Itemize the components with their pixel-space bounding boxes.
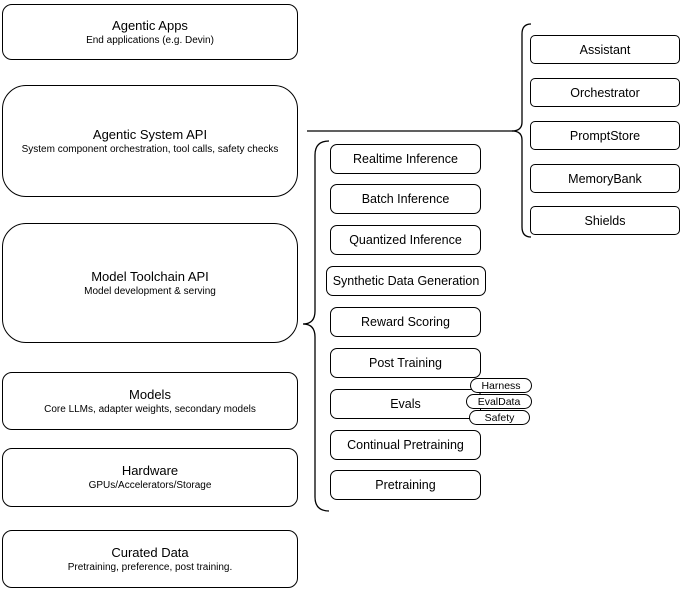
node-post-training: Post Training	[330, 348, 481, 378]
node-shields: Shields	[530, 206, 680, 235]
node-label: Post Training	[369, 356, 442, 370]
node-title: Model Toolchain API	[91, 268, 209, 284]
node-subtitle: End applications (e.g. Devin)	[86, 34, 214, 46]
agentic-components-brace-icon	[511, 23, 532, 238]
node-memorybank: MemoryBank	[530, 164, 680, 193]
node-subtitle: System component orchestration, tool cal…	[21, 143, 279, 155]
node-label: Batch Inference	[361, 192, 450, 206]
node-model-toolchain-api: Model Toolchain API Model development & …	[2, 223, 298, 343]
node-title: Hardware	[121, 463, 179, 478]
tag-evaldata: EvalData	[466, 394, 532, 409]
node-subtitle: GPUs/Accelerators/Storage	[88, 480, 212, 491]
node-continual-pretraining: Continual Pretraining	[330, 430, 481, 460]
toolchain-group-brace-icon	[302, 140, 330, 512]
node-agentic-system-api: Agentic System API System component orch…	[2, 85, 298, 197]
node-agentic-apps: Agentic Apps End applications (e.g. Devi…	[2, 4, 298, 60]
node-synthetic-data-generation: Synthetic Data Generation	[326, 266, 486, 296]
node-label: MemoryBank	[568, 171, 642, 186]
node-reward-scoring: Reward Scoring	[330, 307, 481, 337]
node-realtime-inference: Realtime Inference	[330, 144, 481, 174]
node-label: Evals	[390, 397, 421, 411]
tag-harness: Harness	[470, 378, 532, 393]
node-label: Pretraining	[375, 478, 436, 492]
node-label: Orchestrator	[570, 85, 640, 100]
node-curated-data: Curated Data Pretraining, preference, po…	[2, 530, 298, 588]
tag-label: EvalData	[477, 395, 521, 408]
node-pretraining: Pretraining	[330, 470, 481, 500]
node-title: Curated Data	[111, 544, 189, 560]
node-label: Quantized Inference	[349, 233, 462, 247]
node-subtitle: Model development & serving	[84, 285, 216, 297]
node-label: Assistant	[579, 42, 631, 57]
node-promptstore: PromptStore	[530, 121, 680, 150]
node-label: Reward Scoring	[361, 315, 450, 329]
tag-safety: Safety	[469, 410, 530, 425]
node-label: Shields	[584, 213, 626, 228]
node-title: Agentic System API	[92, 126, 208, 142]
node-label: Continual Pretraining	[347, 438, 464, 452]
node-models: Models Core LLMs, adapter weights, secon…	[2, 372, 298, 430]
tag-label: Harness	[481, 379, 521, 392]
node-label: Synthetic Data Generation	[332, 274, 480, 288]
node-orchestrator: Orchestrator	[530, 78, 680, 107]
node-hardware: Hardware GPUs/Accelerators/Storage	[2, 448, 298, 507]
node-batch-inference: Batch Inference	[330, 184, 481, 214]
tag-label: Safety	[484, 411, 515, 424]
node-subtitle: Pretraining, preference, post training.	[67, 561, 233, 573]
node-quantized-inference: Quantized Inference	[330, 225, 481, 255]
node-label: Realtime Inference	[353, 152, 458, 166]
node-title: Agentic Apps	[112, 17, 188, 33]
node-assistant: Assistant	[530, 35, 680, 64]
node-evals: Evals	[330, 389, 481, 419]
node-label: PromptStore	[569, 128, 641, 143]
node-title: Models	[129, 386, 171, 402]
node-subtitle: Core LLMs, adapter weights, secondary mo…	[44, 403, 256, 415]
